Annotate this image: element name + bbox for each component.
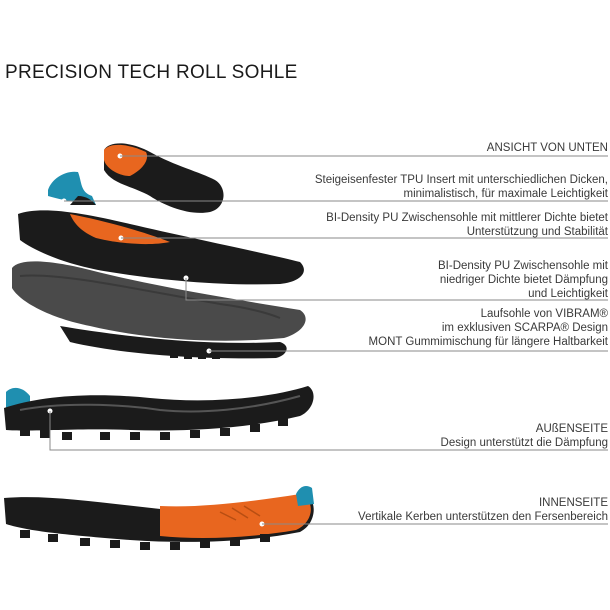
label-pu-mid-high-line2: Unterstützung und Stabilität xyxy=(466,226,608,238)
label-pu-mid-low-line3: und Leichtigkeit xyxy=(528,288,608,300)
label-outsole-line2: im exklusiven SCARPA® Design xyxy=(441,322,608,334)
label-bottom-view: ANSICHT VON UNTEN xyxy=(487,141,608,155)
leader-lines xyxy=(49,155,608,525)
label-outsole: Laufsohle von VIBRAM® im exklusiven SCAR… xyxy=(369,307,608,349)
label-inside: INNENSEITE Vertikale Kerben unterstützen… xyxy=(358,496,608,524)
pu-midsole-high-density xyxy=(18,210,304,285)
label-pu-mid-low: BI-Density PU Zwischensohle mit niedrige… xyxy=(438,259,608,301)
label-pu-mid-low-line2: niedriger Dichte bietet Dämpfung xyxy=(439,274,608,286)
tpu-insert-piece xyxy=(48,171,96,205)
label-pu-mid-high-line1: BI-Density PU Zwischensohle mit mittlere… xyxy=(326,212,608,224)
label-outside-title: AUßENSEITE xyxy=(535,423,608,435)
label-outside: AUßENSEITE Design unterstützt die Dämpfu… xyxy=(441,422,608,450)
leader-pu-mid-low xyxy=(185,278,608,301)
label-outsole-line3: MONT Gummimischung für längere Haltbarke… xyxy=(368,336,608,348)
label-tpu-insert-line1: Steigeisenfester TPU Insert mit untersch… xyxy=(314,174,608,186)
page-title: PRECISION TECH ROLL SOHLE xyxy=(5,62,298,83)
pu-midsole-low-density xyxy=(12,261,306,341)
leader-outside xyxy=(49,411,608,451)
outside-view-sole xyxy=(4,386,314,440)
label-inside-text: Vertikale Kerben unterstützen den Fersen… xyxy=(358,511,608,523)
bottom-view-sole xyxy=(104,143,224,213)
label-inside-title: INNENSEITE xyxy=(538,497,608,509)
label-tpu-insert: Steigeisenfester TPU Insert mit untersch… xyxy=(315,173,608,201)
label-pu-mid-low-line1: BI-Density PU Zwischensohle mit xyxy=(438,260,608,272)
label-pu-mid-high: BI-Density PU Zwischensohle mit mittlere… xyxy=(326,211,608,239)
label-outside-text: Design unterstützt die Dämpfung xyxy=(440,437,608,449)
label-bottom-view-text: ANSICHT VON UNTEN xyxy=(486,142,608,154)
label-outsole-line1: Laufsohle von VIBRAM® xyxy=(480,308,608,320)
label-tpu-insert-line2: minimalistisch, für maximale Leichtigkei… xyxy=(403,188,608,200)
inside-view-sole xyxy=(4,486,314,550)
